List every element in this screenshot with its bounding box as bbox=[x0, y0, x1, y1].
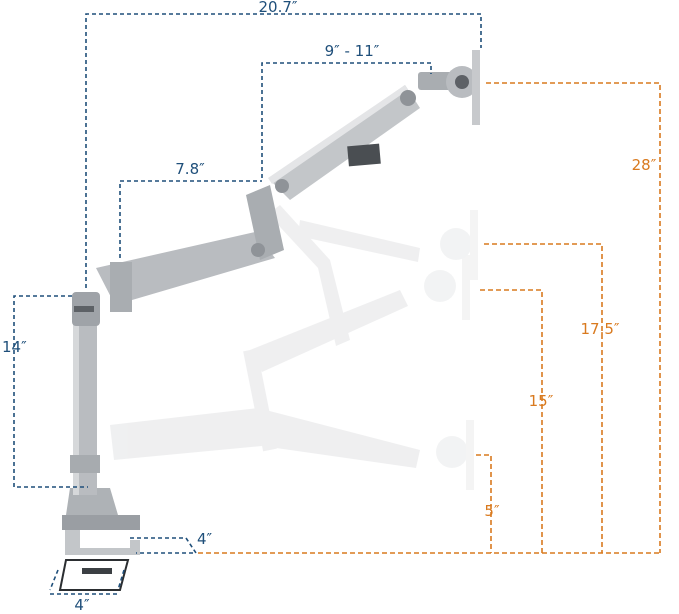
label-lower-arm-reach: 7.8″ bbox=[175, 160, 205, 178]
ghost-arm-mid bbox=[243, 255, 470, 452]
upper-arm-reach-line bbox=[261, 62, 432, 178]
base-depth-line bbox=[130, 537, 198, 554]
dimension-labels: 20.7″ 9″ - 11″ 7.8″ 14″ 4″ 4″ 28″ 17.5″ … bbox=[2, 0, 657, 614]
desk-clamp bbox=[58, 488, 140, 591]
label-upper-arm-reach: 9″ - 11″ bbox=[325, 42, 380, 60]
label-max-height: 28″ bbox=[632, 156, 657, 174]
tilt-head bbox=[418, 50, 480, 125]
base-width-line bbox=[49, 569, 125, 595]
orange-dimension-lines bbox=[198, 82, 661, 554]
label-base-depth: 4″ bbox=[197, 530, 213, 548]
ghost-arm-high bbox=[268, 205, 478, 346]
height-5-line bbox=[476, 454, 492, 553]
label-total-reach: 20.7″ bbox=[258, 0, 297, 16]
monitor-arm bbox=[58, 50, 480, 591]
label-pole-height: 14″ bbox=[2, 338, 27, 356]
lower-arm bbox=[96, 232, 275, 305]
pole-height-line bbox=[13, 295, 88, 488]
blue-dimension-lines bbox=[13, 13, 482, 595]
ghost-arm-low bbox=[110, 408, 474, 490]
upper-arm bbox=[270, 85, 420, 200]
height-15-line bbox=[480, 289, 543, 553]
label-min-height: 5″ bbox=[484, 502, 500, 520]
label-height-15: 15″ bbox=[529, 392, 554, 410]
height-28-line bbox=[486, 82, 661, 553]
label-height-17-5: 17.5″ bbox=[580, 320, 619, 338]
total-reach-line bbox=[85, 13, 482, 288]
label-base-width: 4″ bbox=[74, 596, 90, 614]
elbow-joint bbox=[246, 185, 284, 260]
ghost-arm-positions bbox=[110, 205, 478, 490]
height-17-5-line bbox=[484, 243, 603, 553]
lower-arm-reach-line bbox=[119, 180, 262, 258]
